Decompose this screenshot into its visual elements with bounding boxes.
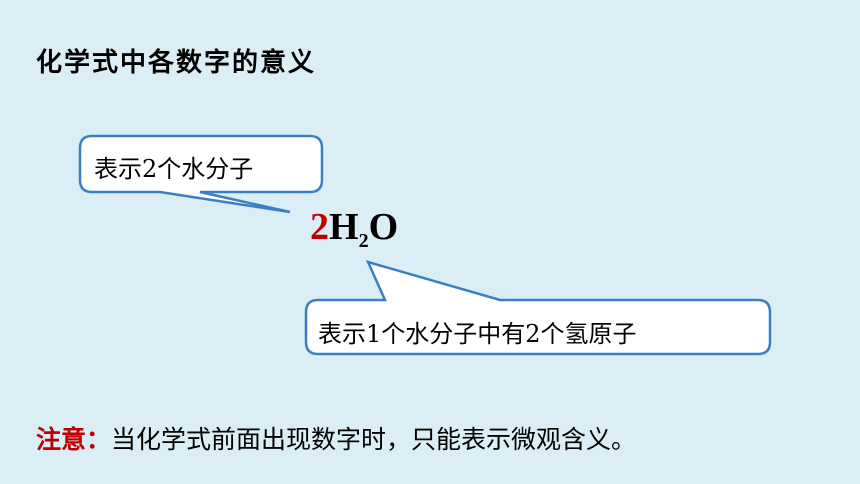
callout-bottom-shape	[304, 260, 772, 356]
formula-subscript: 2	[358, 230, 369, 252]
page-title: 化学式中各数字的意义	[36, 48, 317, 78]
callout-top-text: 表示2个水分子	[94, 155, 254, 183]
note-label: 注意：	[36, 425, 112, 454]
note-text: 当化学式前面出现数字时，只能表示微观含义。	[111, 425, 637, 454]
formula-element-o: O	[368, 206, 399, 248]
callout-bottom-text: 表示1个水分子中有2个氢原子	[318, 320, 637, 348]
callout-top-shape	[78, 134, 324, 214]
formula-element-h: H	[329, 206, 359, 248]
formula-coefficient: 2	[310, 206, 329, 248]
chemical-formula: 2H2O	[310, 208, 398, 251]
note: 注意：当化学式前面出现数字时，只能表示微观含义。	[36, 420, 636, 456]
